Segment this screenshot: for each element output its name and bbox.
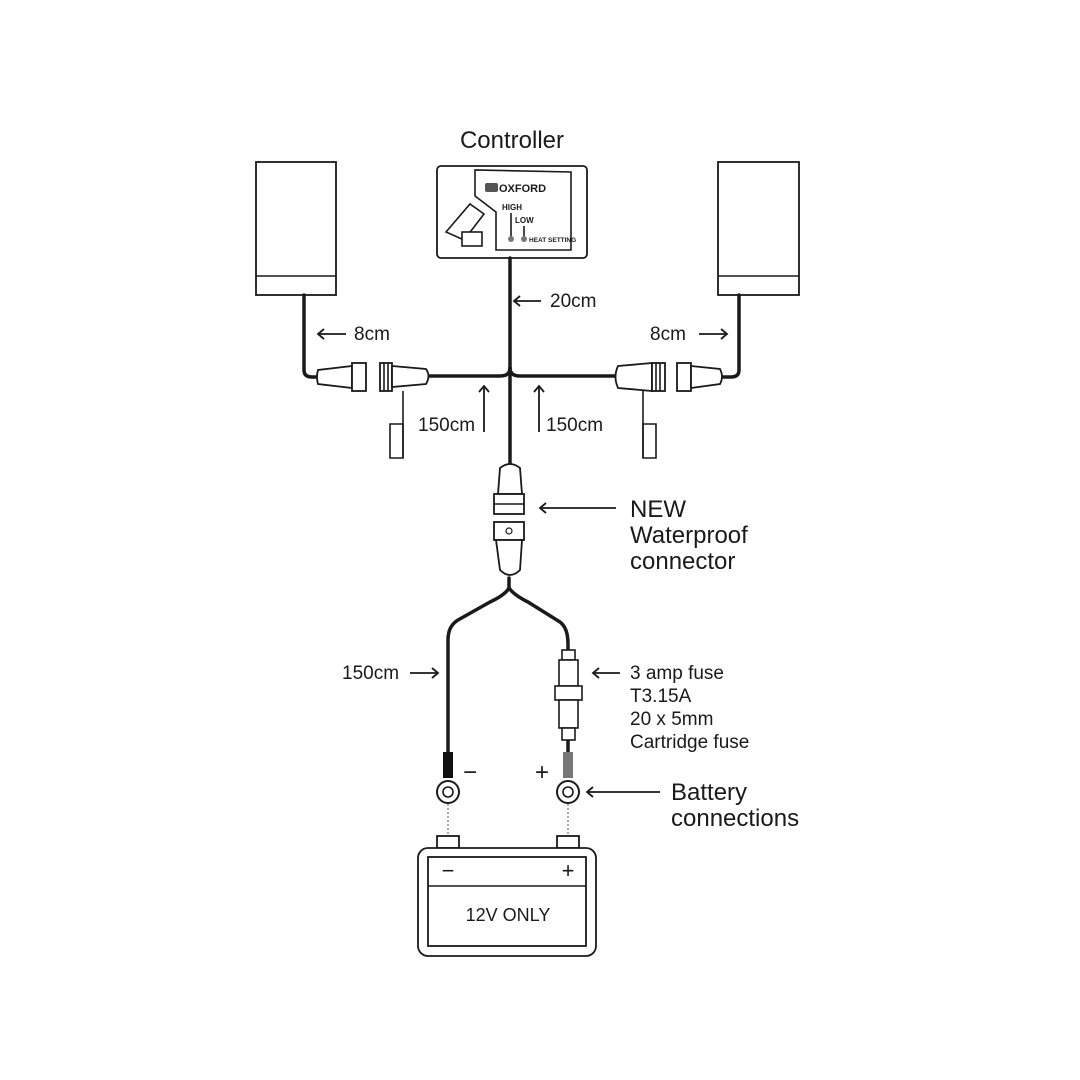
connector-annotation: NEW Waterproof connector xyxy=(538,496,748,575)
waterproof-connector xyxy=(493,463,525,576)
connector-label-line1: NEW xyxy=(630,496,686,523)
heat-setting-label: HEAT SETTING xyxy=(529,237,576,244)
terminal-negative-symbol: − xyxy=(463,759,477,786)
left-pad-lead-length: 8cm xyxy=(354,324,390,345)
fuse-label-line3: 20 x 5mm xyxy=(630,709,713,730)
high-label: HIGH xyxy=(502,203,522,212)
terminal-positive-symbol: + xyxy=(535,759,549,786)
low-label: LOW xyxy=(515,216,534,225)
left-extension-length: 150cm xyxy=(418,415,475,436)
right-pad-lead-annotation: 8cm xyxy=(650,324,729,345)
controller-title: Controller xyxy=(460,127,564,154)
fuse-label-line4: Cartridge fuse xyxy=(630,732,749,753)
positive-ring-terminal xyxy=(556,752,580,836)
battery-connections-annotation: Battery connections xyxy=(585,779,799,832)
battery-lead-annotation: 150cm xyxy=(342,663,440,684)
controller-unit: OXFORD HIGH LOW HEAT SETTING xyxy=(436,165,588,259)
right-extension-annotation: 150cm xyxy=(533,384,603,436)
left-pad-wire xyxy=(302,293,320,379)
left-pad-lead-annotation: 8cm xyxy=(316,324,390,345)
right-extension-length: 150cm xyxy=(546,415,603,436)
battery-voltage-label: 12V ONLY xyxy=(466,905,551,925)
fuse-annotation: 3 amp fuse T3.15A 20 x 5mm Cartridge fus… xyxy=(591,663,749,753)
battery-lead-length: 150cm xyxy=(342,663,399,684)
positive-wire xyxy=(507,586,570,654)
fuse-label-line1: 3 amp fuse xyxy=(630,663,724,684)
connector-label-line3: connector xyxy=(630,548,735,575)
left-heating-element xyxy=(255,161,337,296)
oxford-logo: OXFORD xyxy=(485,183,546,195)
negative-ring-terminal xyxy=(436,752,460,836)
connector-label-line2: Waterproof xyxy=(630,522,748,549)
right-heating-element xyxy=(717,161,800,296)
brand-text: OXFORD xyxy=(499,183,546,195)
left-extension-wire xyxy=(428,366,512,378)
battery-connections-line1: Battery xyxy=(671,779,747,806)
battery: − + 12V ONLY xyxy=(417,835,597,957)
fuse-label-line2: T3.15A xyxy=(630,686,692,707)
high-led-icon xyxy=(508,236,514,242)
fuse-holder xyxy=(554,649,583,741)
controller-lead-length: 20cm xyxy=(550,291,596,312)
negative-wire xyxy=(446,576,511,754)
low-led-icon xyxy=(521,236,527,242)
right-plug-connector xyxy=(614,362,723,459)
heat-knob-icon xyxy=(444,202,486,247)
right-extension-wire xyxy=(508,366,620,378)
battery-negative-symbol: − xyxy=(442,858,455,883)
battery-connections-line2: connections xyxy=(671,805,799,832)
right-pad-wire xyxy=(718,293,741,379)
controller-lead-annotation: 20cm xyxy=(512,291,596,312)
right-pad-lead-length: 8cm xyxy=(650,324,686,345)
left-extension-annotation: 150cm xyxy=(418,384,490,436)
battery-positive-symbol: + xyxy=(562,858,575,883)
left-plug-connector xyxy=(316,362,430,459)
